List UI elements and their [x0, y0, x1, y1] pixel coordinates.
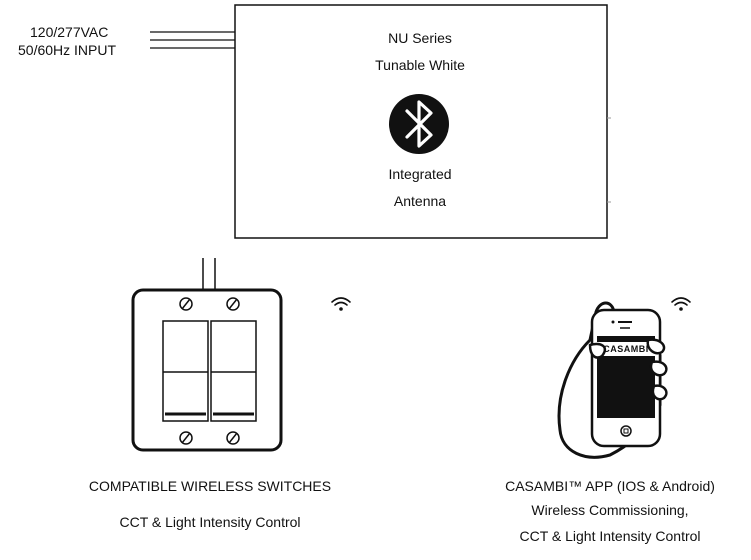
switches-title: COMPATIBLE WIRELESS SWITCHES [88, 478, 332, 494]
app-title: CASAMBI™ APP (IOS & Android) [505, 478, 715, 494]
app-line3: CCT & Light Intensity Control [519, 528, 701, 544]
input-voltage-label: 120/277VAC [30, 24, 109, 40]
app-line2: Wireless Commissioning, [531, 502, 689, 518]
casambi-screen-brand: CASAMBI [603, 344, 649, 354]
driver-antenna-line1: Integrated [388, 166, 452, 182]
driver-antenna-line2: Antenna [393, 193, 447, 209]
driver-series-label: NU Series [388, 30, 452, 46]
input-frequency-label: 50/60Hz INPUT [18, 42, 117, 58]
switches-subtitle: CCT & Light Intensity Control [119, 514, 301, 530]
driver-box [234, 4, 608, 239]
driver-type-label: Tunable White [375, 57, 465, 73]
